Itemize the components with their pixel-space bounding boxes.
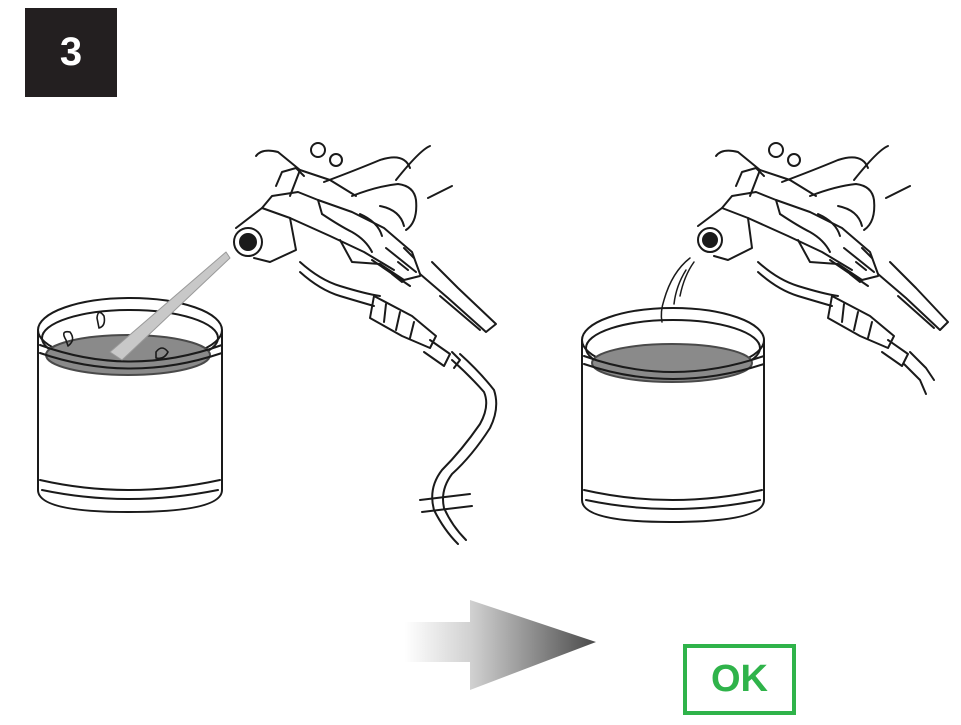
cleaning-cup-left bbox=[38, 298, 222, 512]
spray-gun-dripping-into-cup-icon bbox=[582, 143, 948, 522]
ok-result-badge: OK bbox=[683, 644, 796, 715]
gradient-arrow-right-icon bbox=[405, 600, 596, 690]
cleaning-cup-right bbox=[582, 308, 764, 522]
ok-label: OK bbox=[711, 658, 768, 701]
drip-stream bbox=[661, 258, 694, 322]
spray-gun-spraying-into-cup-icon bbox=[38, 143, 496, 544]
spray-gun-left bbox=[234, 143, 496, 544]
